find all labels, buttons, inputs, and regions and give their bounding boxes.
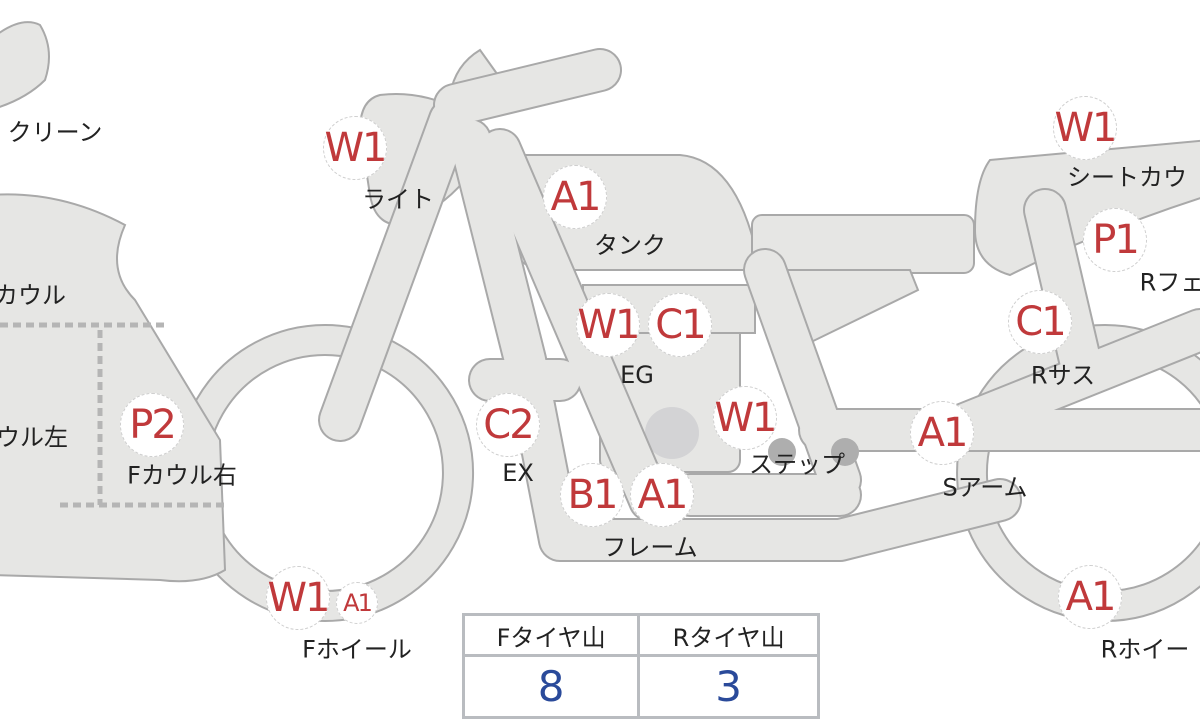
front-tire-value: 8 <box>461 654 641 719</box>
code-badge: W1 <box>713 386 778 450</box>
label-screen: クリーン <box>7 118 103 147</box>
code-badge: W1 <box>266 566 331 630</box>
label-rear-wheel: Rホイー <box>1100 635 1190 664</box>
code-badge: W1 <box>576 293 641 357</box>
label-swingarm: Sアーム <box>942 473 1028 502</box>
label-front-wheel: Fホイール <box>302 635 412 664</box>
label-light: ライト <box>362 185 434 214</box>
label-cowl-left: ウル左 <box>0 423 68 452</box>
code-badge: A1 <box>543 165 607 229</box>
label-tank: タンク <box>594 231 666 260</box>
tire-tread-table: Fタイヤ山 Rタイヤ山 8 3 <box>461 613 820 719</box>
step-peg <box>768 438 796 466</box>
code-badge: W1 <box>1053 96 1118 160</box>
label-step: ステップ <box>749 450 845 479</box>
code-badge: A1 <box>336 582 378 624</box>
label-engine: EG <box>620 361 654 389</box>
rear-tire-value: 3 <box>637 654 820 719</box>
label-frame: フレーム <box>602 533 698 562</box>
code-badge: W1 <box>323 116 388 180</box>
code-badge: C1 <box>648 293 712 357</box>
code-badge: C1 <box>1008 290 1072 354</box>
label-rear-suspension: Rサス <box>1030 361 1096 390</box>
rear-tire-header: Rタイヤ山 <box>637 613 820 657</box>
cowl-split-lines <box>0 322 225 508</box>
code-badge: A1 <box>910 401 974 465</box>
label-seat-cowl: シートカウ <box>1067 163 1187 192</box>
code-badge: A1 <box>1058 565 1122 629</box>
step-peg <box>831 438 859 466</box>
label-rear-fender: Rフェ <box>1139 268 1200 297</box>
engine-cover-shape <box>645 407 699 459</box>
cowl-shape <box>0 193 227 583</box>
front-tire-header: Fタイヤ山 <box>461 613 641 657</box>
code-badge: B1 <box>560 463 624 527</box>
screen-shape <box>0 21 50 108</box>
code-badge: P2 <box>120 393 184 457</box>
code-badge: C2 <box>476 393 540 457</box>
code-badge: A1 <box>630 463 694 527</box>
label-cowl-right: Fカウル右 <box>127 461 237 490</box>
label-exhaust: EX <box>502 459 534 487</box>
label-cowl: カウル <box>0 281 66 310</box>
code-badge: P1 <box>1083 208 1147 272</box>
